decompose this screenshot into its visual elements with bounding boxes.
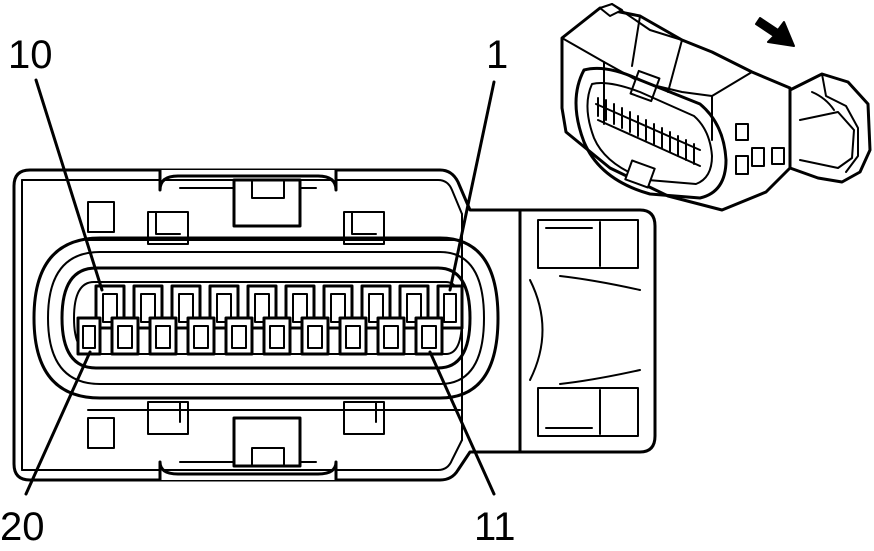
- connector-face-view: 10 1 20 11: [0, 33, 657, 549]
- leader-pin-10: [34, 78, 104, 292]
- pin-label-20: 20: [0, 505, 45, 549]
- terminal-cavity: [170, 284, 202, 330]
- terminal-cavity: [338, 316, 368, 356]
- terminal-cavity: [186, 316, 216, 356]
- terminal-cavity: [110, 316, 140, 356]
- leader-pin-20: [24, 350, 92, 496]
- terminal-cavity: [224, 316, 254, 356]
- terminal-cavity: [376, 316, 406, 356]
- arrow-down-right-icon: [755, 17, 795, 47]
- leader-pin-11: [428, 350, 496, 496]
- connector-isometric-view: [560, 3, 872, 212]
- terminal-cavity: [148, 316, 178, 356]
- pin-label-10: 10: [8, 33, 53, 77]
- pin-leader-lines: [24, 78, 496, 496]
- pin-label-11: 11: [474, 505, 516, 549]
- terminal-row-bottom: [76, 316, 444, 356]
- inset-terminal-row: [595, 97, 701, 167]
- terminal-cavity: [262, 316, 292, 356]
- leader-pin-1: [448, 80, 496, 292]
- terminal-cavity: [76, 316, 102, 356]
- terminal-cavity: [414, 316, 444, 356]
- connector-bottom-lock-tab: [87, 401, 461, 480]
- pin-label-1: 1: [486, 33, 508, 77]
- terminal-cavity: [300, 316, 330, 356]
- connector-latch-housing: [518, 208, 657, 454]
